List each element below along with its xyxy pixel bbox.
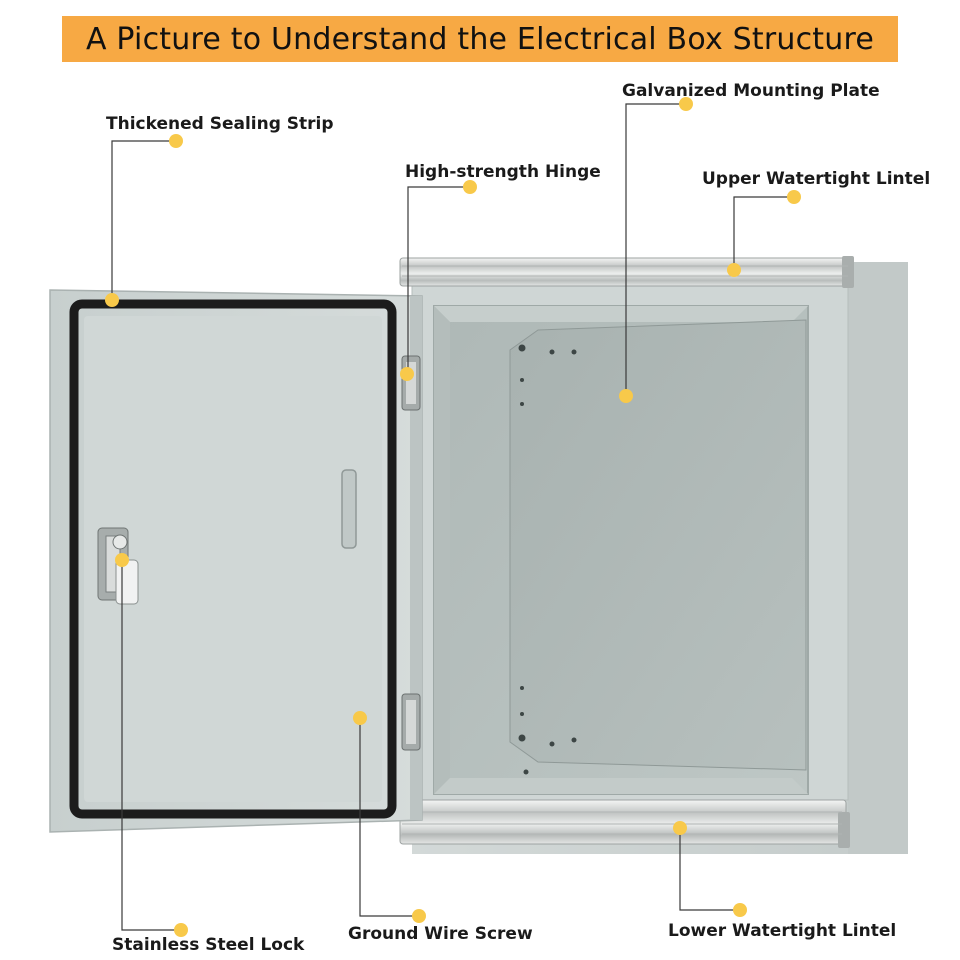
marker-mounting-plate-label (679, 97, 693, 111)
leader-lines (111, 103, 794, 931)
marker-ground-screw-label (412, 909, 426, 923)
marker-lower-lintel (673, 821, 687, 835)
marker-ground-screw (353, 711, 367, 725)
label-lower-lintel: Lower Watertight Lintel (668, 921, 897, 941)
sealing-strip (69, 299, 397, 819)
lower-lintel (399, 799, 850, 848)
marker-upper-lintel-label (787, 190, 801, 204)
marker-lock-label (174, 923, 188, 937)
mounting-plate (509, 319, 807, 775)
marker-lower-lintel-label (733, 903, 747, 917)
label-mounting-plate: Galvanized Mounting Plate (622, 81, 880, 101)
upper-lintel (399, 256, 854, 288)
marker-hinge-label (463, 180, 477, 194)
page-title: A Picture to Understand the Electrical B… (85, 21, 875, 57)
marker-hinge (400, 367, 414, 381)
marker-mounting-plate (619, 389, 633, 403)
title-banner: A Picture to Understand the Electrical B… (62, 16, 898, 62)
label-sealing-strip: Thickened Sealing Strip (106, 114, 334, 134)
marker-upper-lintel (727, 263, 741, 277)
label-hinge: High-strength Hinge (405, 162, 601, 182)
marker-sealing-strip-label (169, 134, 183, 148)
label-upper-lintel: Upper Watertight Lintel (702, 169, 931, 189)
door (49, 289, 423, 833)
door-handle (341, 469, 357, 549)
label-lock: Stainless Steel Lock (112, 935, 305, 955)
marker-sealing-strip (105, 293, 119, 307)
label-ground-screw: Ground Wire Screw (348, 924, 533, 944)
marker-lock (115, 553, 129, 567)
